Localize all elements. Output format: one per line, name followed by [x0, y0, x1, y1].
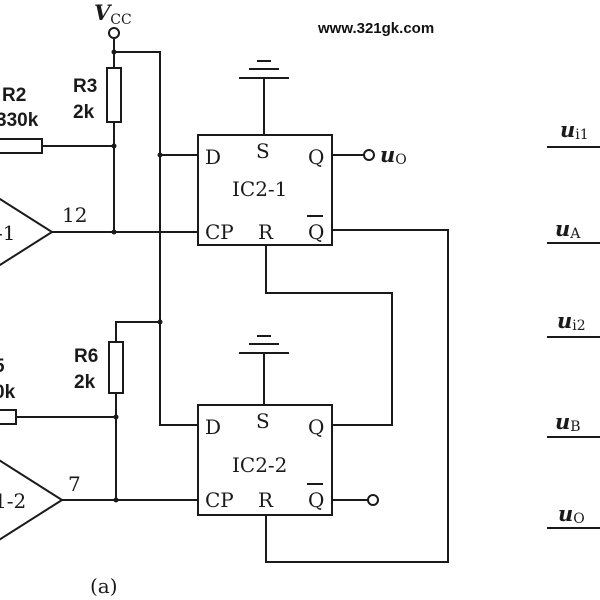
flipflop-ic2-2: D S Q IC2-2 CP R Q: [197, 404, 333, 516]
waveform-label-ui1: ui1: [560, 117, 589, 143]
ic2-name: IC2-2: [232, 453, 287, 477]
r2-value: 330k: [0, 110, 39, 131]
figure-caption: (a): [90, 574, 118, 598]
ic1-d-pin: D: [205, 145, 221, 169]
r6-value: 2k: [74, 372, 96, 393]
amp2-pin: 7: [68, 472, 81, 496]
output-label: uO: [380, 142, 407, 168]
waveform-label-ub: uB: [555, 409, 581, 435]
resistor-r6: R6 2k: [74, 341, 124, 394]
vcc-label: VCC: [94, 0, 132, 28]
amp2-label: 1-2: [0, 489, 26, 513]
ic2-q-pin: Q: [308, 415, 324, 439]
r5-name: 5: [0, 356, 5, 377]
ic2-d-pin: D: [205, 415, 221, 439]
ic1-s-pin: S: [256, 139, 270, 163]
waveform-label-ui2: ui2: [557, 308, 586, 334]
ic1-q-pin: Q: [308, 145, 324, 169]
r3-value: 2k: [73, 102, 95, 123]
ic2-qbar-terminal: [367, 494, 379, 506]
watermark: www.321gk.com: [317, 20, 434, 37]
ic1-qbar-pin: Q: [308, 220, 324, 244]
ic1-cp-pin: CP: [205, 220, 234, 244]
resistor-r3: R3 2k: [73, 67, 122, 123]
junctions: [111, 49, 163, 503]
ic1-r-pin: R: [258, 220, 274, 244]
amplifier-1: -1 12: [0, 197, 87, 267]
ic2-cp-pin: CP: [205, 488, 234, 512]
flipflop-ic2-1: D S Q IC2-1 CP R Q: [197, 134, 333, 246]
amp1-label: -1: [0, 221, 15, 245]
r3-name: R3: [73, 76, 97, 97]
r5-value: 0k: [0, 382, 16, 403]
resistor-r5: 5 0k: [0, 356, 17, 425]
waveform-label-uo: uO: [558, 501, 585, 527]
ic2-s-pin: S: [256, 409, 270, 433]
output-terminal: uO: [363, 142, 407, 168]
amplifier-2: 1-2 7: [0, 459, 81, 541]
r6-name: R6: [74, 346, 98, 367]
ic1-name: IC2-1: [232, 177, 287, 201]
amp1-pin: 12: [62, 203, 87, 227]
waveform-label-ua: uA: [555, 216, 581, 242]
ic2-qbar-pin: Q: [308, 488, 324, 512]
wires: [0, 37, 449, 563]
resistor-r2: R2 330k: [0, 85, 43, 154]
vcc-terminal: VCC: [94, 0, 132, 39]
ic2-r-pin: R: [258, 488, 274, 512]
waveform-labels: ui1 uA ui2 uB uO: [547, 117, 600, 529]
r2-name: R2: [2, 85, 26, 106]
